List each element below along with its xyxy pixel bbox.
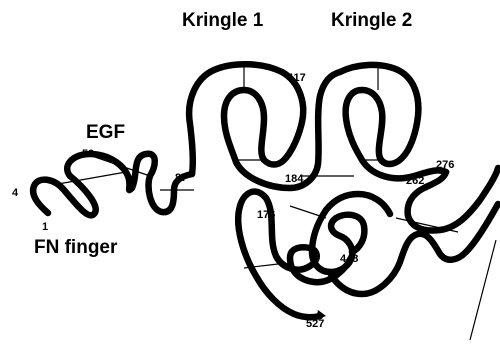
residue-4: 4 bbox=[12, 187, 19, 199]
residue-1: 1 bbox=[42, 221, 48, 233]
kringle1-label: Kringle 1 bbox=[182, 10, 264, 31]
residue-87: 87 bbox=[175, 172, 187, 184]
residue-448: 448 bbox=[340, 253, 358, 265]
residue-117: 117 bbox=[288, 72, 306, 84]
bond-far-right bbox=[470, 240, 496, 340]
fn-finger-label: FN finger bbox=[34, 237, 118, 258]
egf-label: EGF bbox=[86, 122, 125, 143]
egf-chain bbox=[67, 154, 192, 212]
residue-184: 184 bbox=[285, 173, 304, 185]
residue-176: 176 bbox=[257, 209, 275, 221]
kringle1-chain bbox=[189, 64, 340, 188]
bond-176 bbox=[290, 206, 326, 218]
kringle2-label: Kringle 2 bbox=[331, 10, 412, 31]
residue-527: 527 bbox=[306, 318, 324, 330]
residue-276: 276 bbox=[436, 159, 454, 171]
residue-50: 50 bbox=[82, 148, 94, 160]
fn-finger-chain bbox=[33, 176, 96, 215]
lower-left-loop-chain bbox=[238, 192, 352, 318]
kringle2-chain bbox=[340, 65, 446, 178]
residue-262: 262 bbox=[406, 175, 424, 187]
